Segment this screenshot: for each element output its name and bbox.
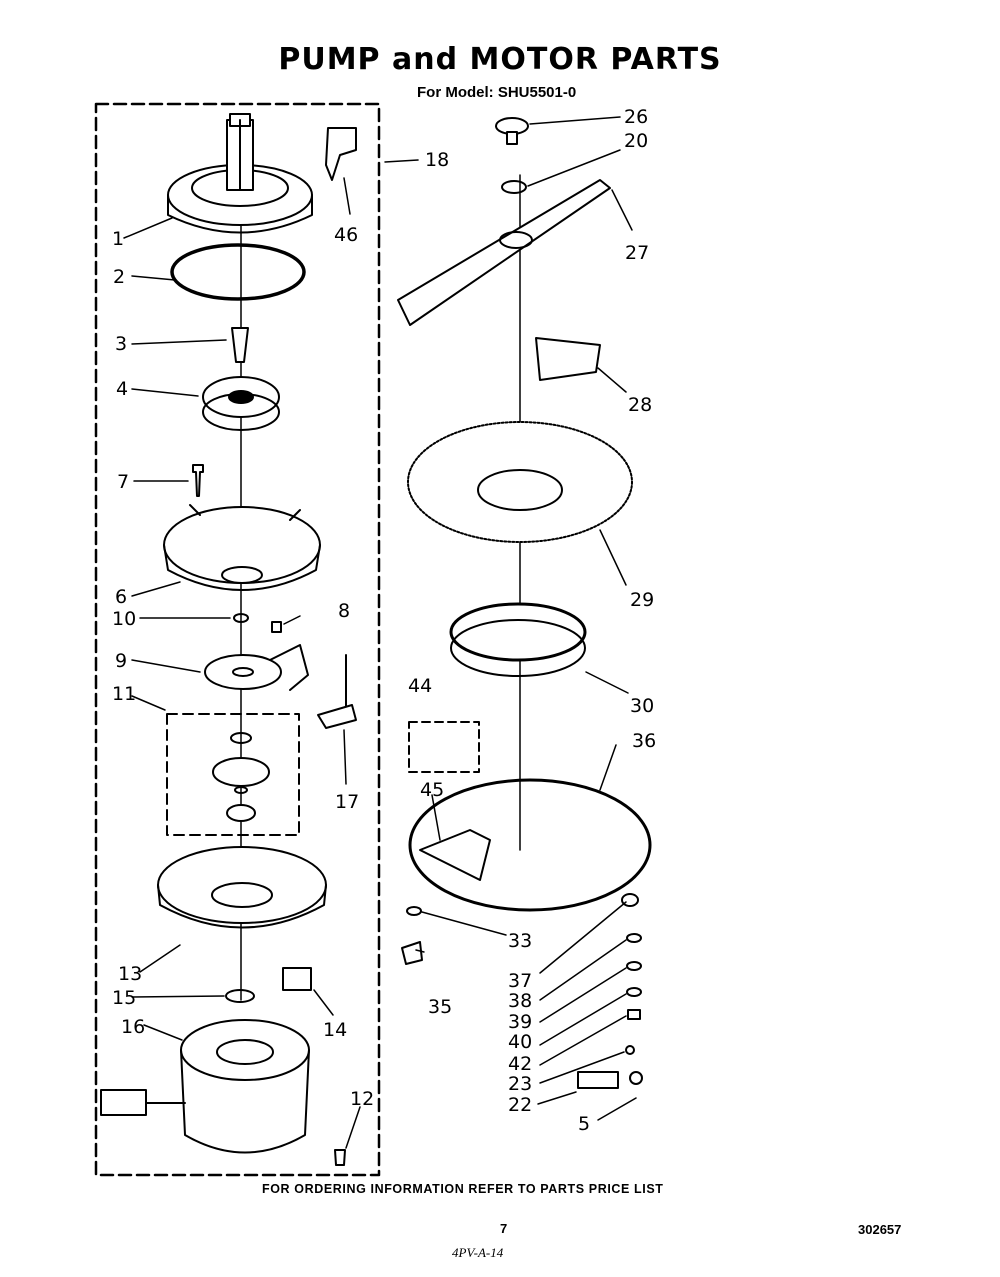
filter-screen-part	[407, 421, 633, 543]
model-line: For Model: SHU5501-0	[417, 84, 577, 101]
callout-15: 15	[112, 987, 136, 1009]
callout-37: 37	[508, 970, 532, 992]
clip-part-35	[401, 941, 423, 965]
callout-2: 2	[113, 266, 125, 288]
subassembly-boundary-11	[166, 713, 300, 836]
seal-ring-part-30	[449, 602, 587, 677]
callout-5: 5	[578, 1113, 590, 1135]
washer-part-20	[501, 180, 527, 194]
page-number: 7	[500, 1221, 508, 1236]
callout-13: 13	[118, 963, 142, 985]
callout-20: 20	[624, 130, 648, 152]
callout-4: 4	[116, 378, 128, 400]
callout-40: 40	[508, 1031, 532, 1053]
callout-16: 16	[121, 1016, 145, 1038]
leader-lines	[123, 116, 637, 1149]
ordering-note: FOR ORDERING INFORMATION REFER TO PARTS …	[262, 1182, 664, 1196]
page-title: PUMP and MOTOR PARTS	[278, 42, 722, 77]
subassembly-boundary-44	[408, 721, 480, 773]
chopper-assembly-part	[212, 732, 270, 822]
callout-12: 12	[350, 1088, 374, 1110]
callout-44: 44	[408, 675, 432, 697]
callout-14: 14	[323, 1019, 347, 1041]
callout-1: 1	[112, 228, 124, 250]
washer-part-33	[406, 906, 422, 916]
callout-46: 46	[334, 224, 358, 246]
callout-28: 28	[628, 394, 652, 416]
hardware-stack-part	[621, 893, 642, 1020]
callout-22: 22	[508, 1094, 532, 1116]
screw-part-7	[192, 464, 204, 497]
cap-part-26	[495, 117, 529, 145]
callout-labels: 1 2 3 4 7 6 10 8 9 11 17 13 15 14 16 12 …	[112, 106, 656, 1135]
callout-45: 45	[420, 779, 444, 801]
callout-33: 33	[508, 930, 532, 952]
callout-30: 30	[630, 695, 654, 717]
screw-part-8	[271, 621, 282, 633]
motor-mount-part	[157, 846, 327, 929]
callout-27: 27	[625, 242, 649, 264]
plate-part-9	[204, 644, 309, 691]
handwritten-note: 4PV-A-14	[452, 1245, 504, 1260]
callout-26: 26	[624, 106, 648, 128]
callout-17: 17	[335, 791, 359, 813]
callout-39: 39	[508, 1011, 532, 1033]
callout-23: 23	[508, 1073, 532, 1095]
pump-base-part	[163, 504, 321, 591]
heater-ring-part-36	[408, 778, 652, 912]
terminal-part-22	[577, 1045, 643, 1089]
fitting-part	[231, 327, 249, 363]
clip-part-46	[325, 127, 357, 181]
callout-10: 10	[112, 608, 136, 630]
callout-7: 7	[117, 471, 129, 493]
callout-3: 3	[115, 333, 127, 355]
washer-part-15	[225, 989, 255, 1003]
bolt-part-12	[334, 1149, 346, 1166]
spray-arm-part	[397, 179, 611, 326]
callout-36: 36	[632, 730, 656, 752]
document-number: 302657	[858, 1222, 902, 1237]
callout-11: 11	[112, 683, 136, 705]
assembly-boundary	[94, 102, 381, 1177]
switch-part-17	[317, 654, 357, 729]
callout-18: 18	[425, 149, 449, 171]
callout-29: 29	[630, 589, 654, 611]
washer-part-10	[233, 613, 249, 623]
o-ring-part	[170, 243, 306, 301]
bracket-part-14	[282, 967, 312, 991]
deflector-part-28	[535, 337, 601, 381]
pump-housing-part	[167, 113, 313, 234]
motor-part	[100, 1019, 310, 1154]
callout-6: 6	[115, 586, 127, 608]
callout-9: 9	[115, 650, 127, 672]
callout-35: 35	[428, 996, 452, 1018]
callout-38: 38	[508, 990, 532, 1012]
bracket-part-45	[419, 829, 491, 881]
impeller-part	[202, 376, 280, 431]
callout-8: 8	[338, 600, 350, 622]
callout-42: 42	[508, 1053, 532, 1075]
